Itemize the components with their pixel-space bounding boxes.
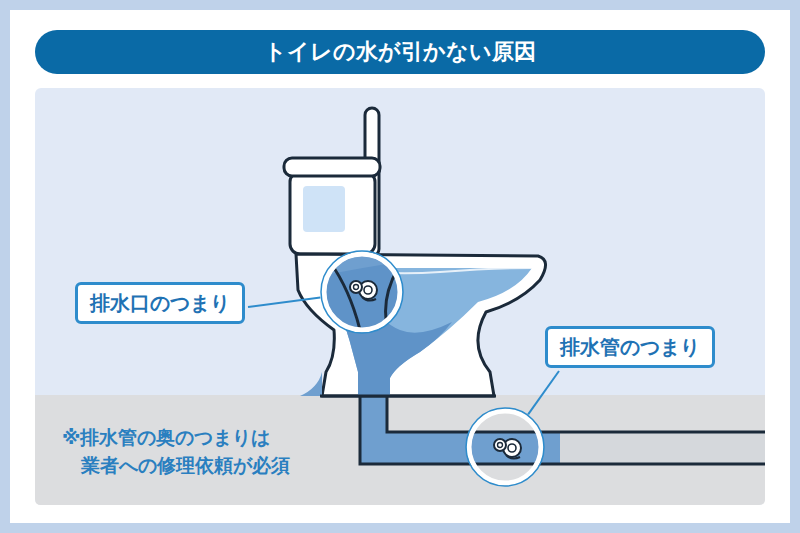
magnifier-pipe	[465, 408, 545, 486]
title-bar-label: トイレの水が引かない原因	[35, 30, 765, 74]
tank-window	[303, 186, 345, 232]
toilet-tank	[290, 172, 375, 254]
note-text: ※排水管の奥のつまりは 業者への修理依頼が必須	[62, 424, 309, 479]
leader-line	[528, 371, 559, 414]
toilet-bowl	[296, 254, 546, 396]
inner-frame	[10, 10, 790, 523]
magnifier-outlet	[321, 251, 403, 333]
bowl-base-shadow	[300, 372, 322, 396]
callout-box: 排水管のつまり	[545, 326, 715, 368]
callout-label: 排水管のつまり	[560, 334, 700, 360]
leader-lines	[248, 297, 559, 414]
bowl-base	[320, 395, 496, 398]
callout-label: 排水口のつまり	[90, 290, 230, 316]
tank-lid	[284, 158, 380, 176]
title-text: トイレの水が引かない原因	[264, 37, 536, 67]
callout-box: 排水口のつまり	[75, 282, 245, 324]
leader-line	[248, 297, 320, 307]
wall-panel	[35, 88, 765, 505]
title-bar	[35, 30, 765, 74]
